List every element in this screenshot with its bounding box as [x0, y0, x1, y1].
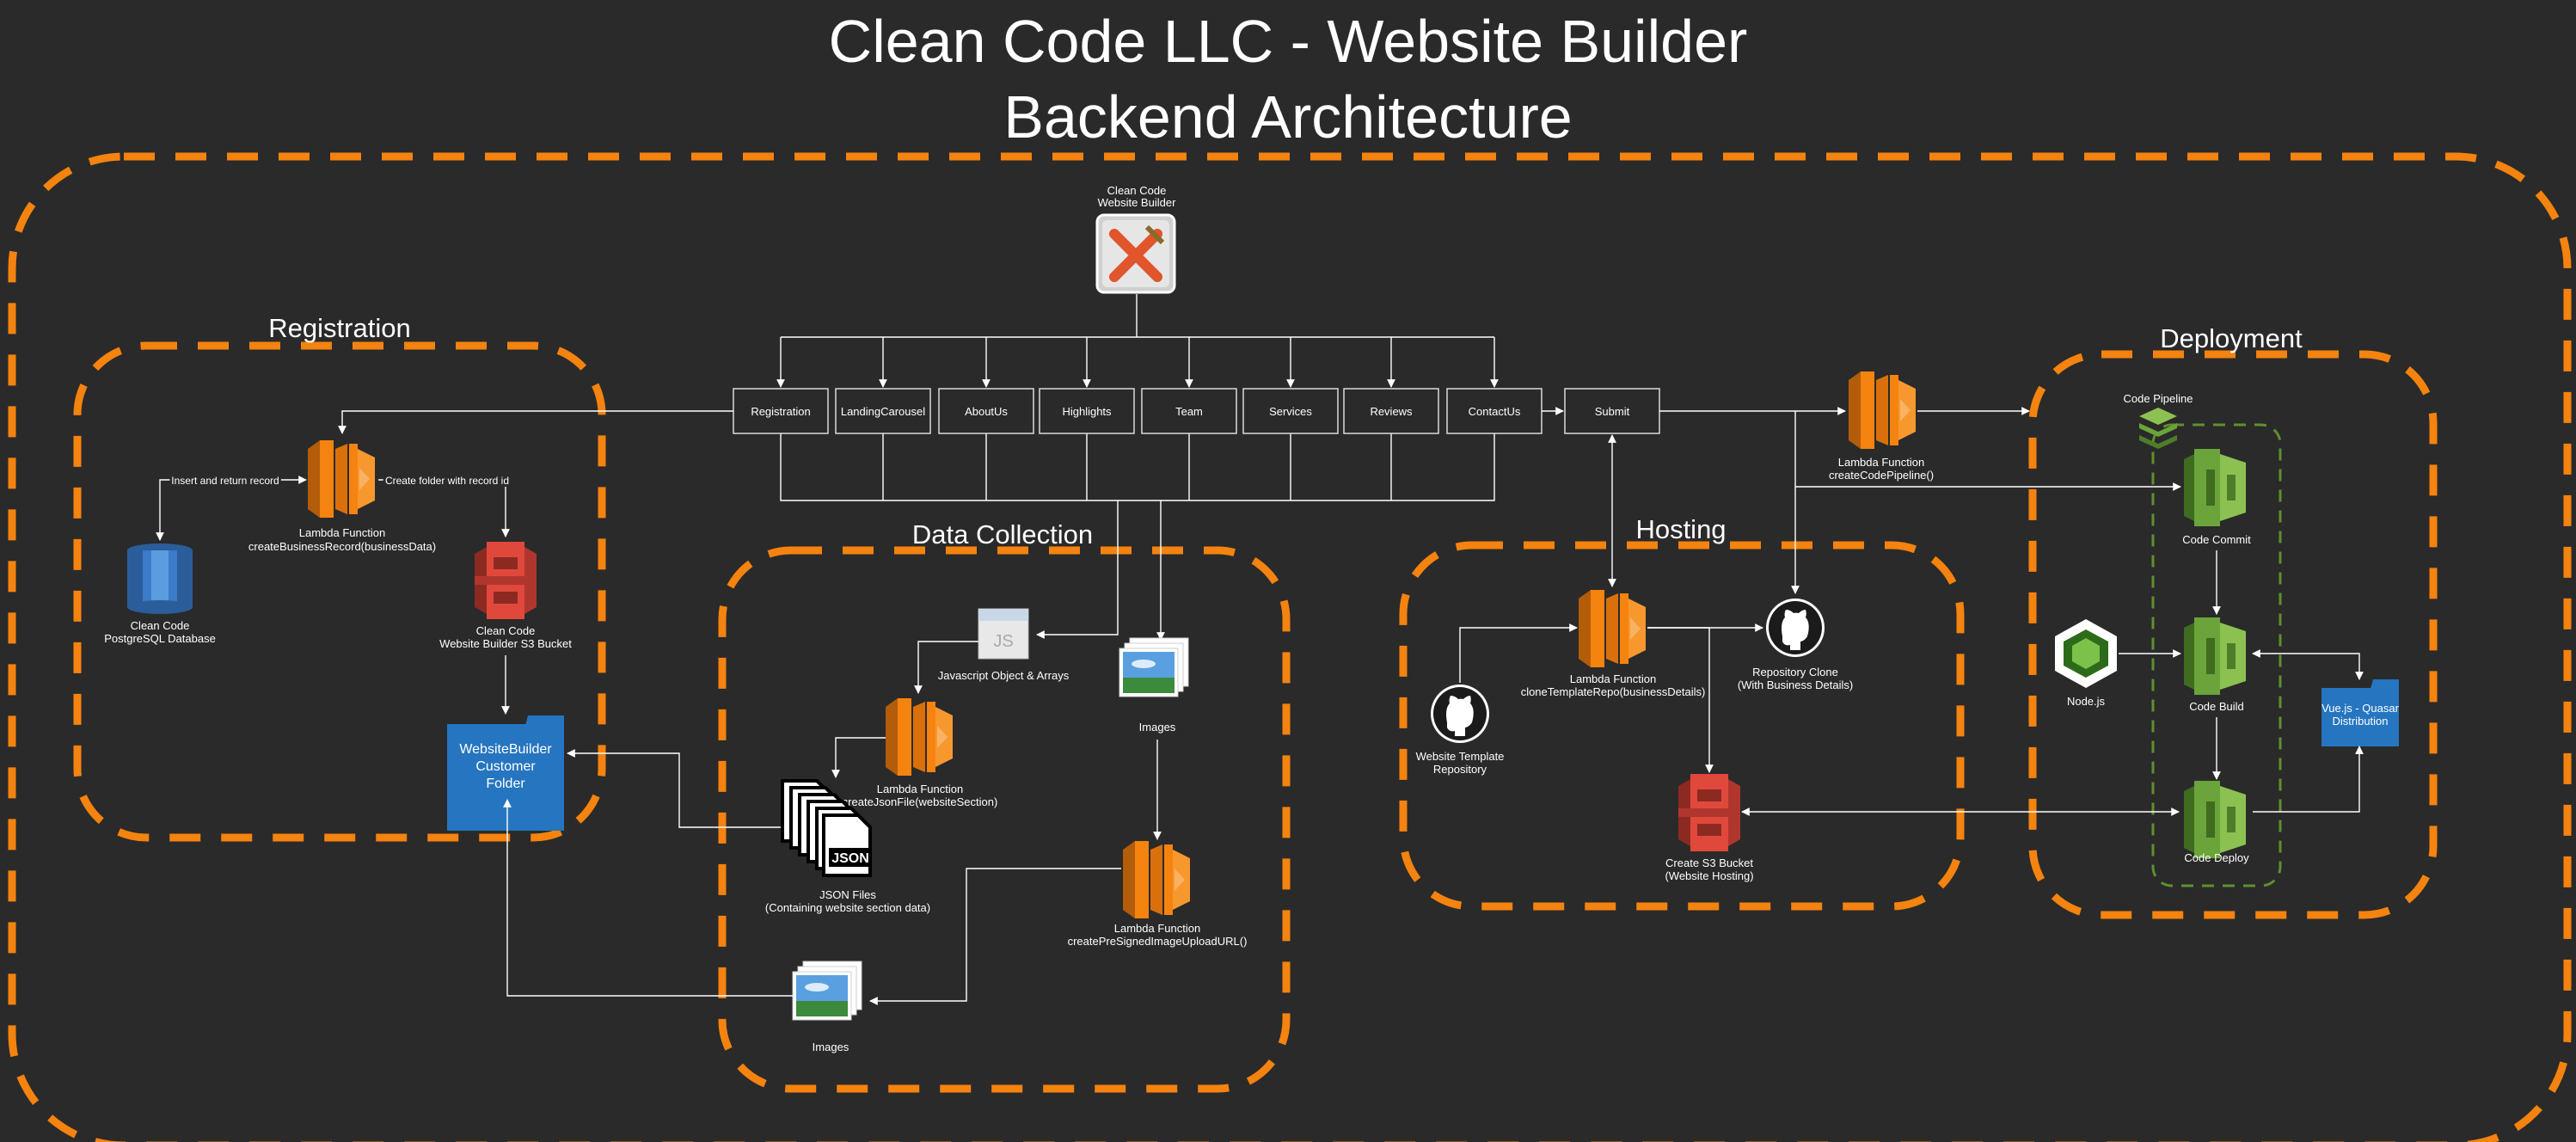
template-repo-line2: Repository: [1433, 763, 1487, 776]
edge-label-create-folder: Create folder with record id: [385, 475, 509, 487]
lambda-icon: [1849, 371, 1916, 449]
lambda-icon: [1123, 841, 1190, 918]
clone-lambda-line1: Lambda Function: [1570, 672, 1656, 685]
page-label: Reviews: [1370, 405, 1413, 418]
x-tools-icon: [1095, 213, 1176, 294]
pipeline-lambda-line2: createCodePipeline(): [1829, 469, 1934, 482]
json-files-line2: (Containing website section data): [765, 901, 930, 914]
page-label: ContactUs: [1469, 405, 1521, 418]
hosting-s3-line2: (Website Hosting): [1665, 869, 1753, 882]
page-label: Highlights: [1062, 405, 1112, 418]
diagram-title-line1: Clean Code LLC - Website Builder: [829, 8, 1748, 75]
pipeline-lambda-line1: Lambda Function: [1838, 456, 1924, 469]
submit-box[interactable]: Submit: [1564, 388, 1660, 434]
vue-label-line2: Distribution: [2332, 715, 2388, 728]
folder-icon: [2321, 679, 2399, 746]
data-collection-section: [718, 546, 1291, 1093]
json-icon-text: JSON: [831, 851, 869, 866]
code-commit-label: Code Commit: [2182, 533, 2251, 546]
json-files-line1: JSON Files: [819, 888, 876, 901]
data-collection-section-title: Data Collection: [912, 519, 1093, 550]
registration-lambda-line2: createBusinessRecord(businessData): [248, 540, 436, 553]
code-build-label: Code Build: [2189, 700, 2244, 713]
page-label: Team: [1175, 405, 1203, 418]
deployment-section-title: Deployment: [2160, 323, 2303, 353]
github-icon: [1766, 599, 1825, 657]
db-label-line2: PostgreSQL Database: [104, 632, 216, 645]
lambda-icon: [308, 440, 375, 518]
code-deploy-icon: [2184, 781, 2246, 858]
page-box-services[interactable]: Services: [1242, 388, 1339, 434]
lambda-icon: [886, 698, 953, 776]
edge-label-insert: Insert and return record: [171, 475, 279, 487]
folder-label-line2: Customer: [475, 759, 536, 774]
hosting-s3-line1: Create S3 Bucket: [1665, 856, 1753, 869]
registration-section-title: Registration: [268, 313, 410, 343]
page-box-about-us[interactable]: AboutUs: [938, 388, 1034, 434]
page-box-team[interactable]: Team: [1141, 388, 1237, 434]
js-icon-text: JS: [993, 632, 1013, 651]
code-commit-icon: [2184, 449, 2246, 526]
page-box-registration[interactable]: Registration: [733, 388, 829, 434]
github-icon: [1431, 685, 1489, 743]
page-label: LandingCarousel: [841, 405, 925, 418]
json-lambda-line2: createJsonFile(websiteSection): [843, 795, 998, 808]
page-box-contact-us[interactable]: ContactUs: [1446, 388, 1543, 434]
system-boundary: [8, 152, 2572, 1142]
code-pipeline-icon: [2139, 408, 2177, 449]
folder-icon: [447, 715, 564, 831]
images-top-label: Images: [1139, 721, 1176, 734]
diagram-title-line2: Backend Architecture: [1003, 83, 1572, 150]
registration-s3-line1: Clean Code: [476, 624, 536, 637]
url-lambda-line2: createPreSignedImageUploadURL(): [1068, 935, 1248, 948]
s3-bucket-icon: [475, 542, 537, 619]
js-label: Javascript Object & Arrays: [938, 669, 1070, 682]
database-icon: [127, 543, 193, 614]
app-label-line2: Website Builder: [1098, 196, 1176, 209]
repo-clone-line2: (With Business Details): [1738, 678, 1853, 691]
folder-label-line3: Folder: [486, 777, 525, 791]
vue-label-line1: Vue.js - Quasar: [2321, 702, 2400, 715]
registration-section: [73, 341, 606, 842]
hosting-section: [1399, 541, 1965, 911]
db-label-line1: Clean Code: [131, 619, 190, 632]
nodejs-label: Node.js: [2067, 695, 2106, 708]
submit-label: Submit: [1595, 405, 1630, 418]
json-lambda-line1: Lambda Function: [877, 783, 963, 795]
page-label: AboutUs: [965, 405, 1008, 418]
page-box-reviews[interactable]: Reviews: [1343, 388, 1439, 434]
lambda-icon: [1579, 590, 1646, 667]
registration-lambda-line1: Lambda Function: [299, 526, 385, 539]
page-box-highlights[interactable]: Highlights: [1039, 388, 1135, 434]
clone-lambda-line2: cloneTemplateRepo(businessDetails): [1521, 685, 1706, 698]
js-file-icon: JS: [978, 608, 1029, 660]
page-label: Registration: [751, 405, 810, 418]
image-icon: [792, 961, 862, 1021]
app-label-line1: Clean Code: [1107, 184, 1167, 197]
repo-clone-line1: Repository Clone: [1752, 666, 1838, 678]
code-deploy-label: Code Deploy: [2184, 851, 2249, 864]
page-label: Services: [1269, 405, 1312, 418]
code-build-icon: [2184, 617, 2246, 695]
json-file-icon: JSON: [781, 779, 872, 877]
url-lambda-line1: Lambda Function: [1114, 922, 1200, 935]
nodejs-icon: [2055, 619, 2117, 688]
s3-bucket-icon: [1678, 774, 1740, 851]
images-bottom-label: Images: [813, 1041, 849, 1053]
code-pipeline-label: Code Pipeline: [2124, 392, 2193, 405]
template-repo-line1: Website Template: [1416, 750, 1505, 763]
page-box-landing-carousel[interactable]: LandingCarousel: [835, 388, 931, 434]
image-icon: [1119, 637, 1189, 697]
folder-label-line1: WebsiteBuilder: [459, 742, 552, 757]
registration-s3-line2: Website Builder S3 Bucket: [439, 637, 572, 650]
hosting-section-title: Hosting: [1635, 514, 1726, 544]
deployment-section: [2028, 350, 2438, 919]
